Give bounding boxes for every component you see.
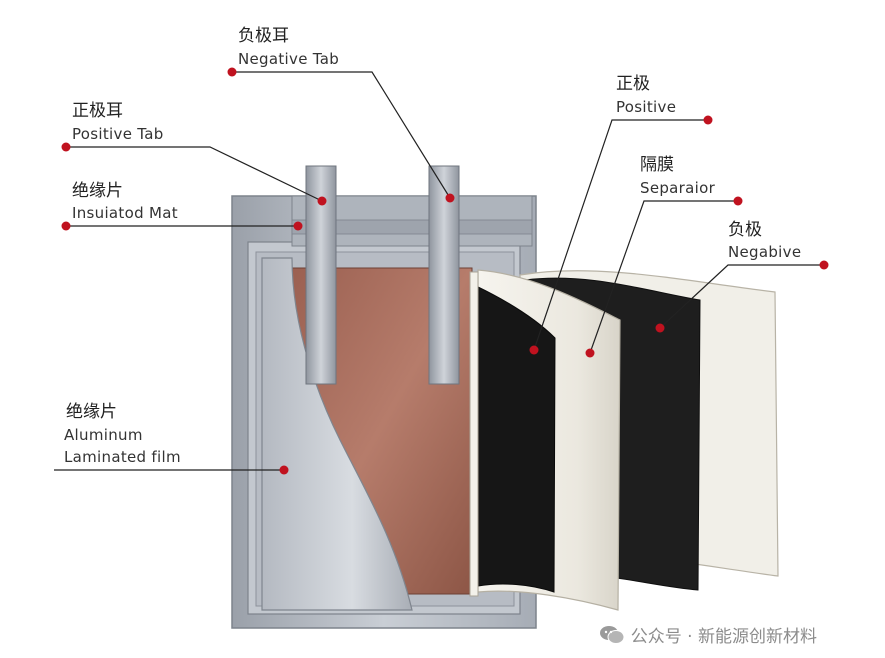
- label-positive-zh: 正极: [616, 74, 650, 94]
- watermark: 公众号 · 新能源创新材料: [599, 622, 817, 647]
- label-positive-en: Positive: [616, 98, 677, 116]
- label-insulated-mat-zh: 绝缘片: [72, 181, 123, 201]
- label-aluminum-film-zh: 绝缘片: [66, 402, 117, 422]
- label-negative-tab-en: Negative Tab: [238, 50, 340, 68]
- insulated-mat: [291, 219, 533, 235]
- leader-dots: [61, 67, 829, 475]
- positive-electrode-sheet: [475, 285, 556, 593]
- dot-negative-tab: [445, 193, 455, 203]
- dot-negative: [655, 323, 665, 333]
- label-aluminum-film-en2: Laminated film: [64, 448, 181, 466]
- leader-negative: [659, 264, 824, 329]
- dot-positive-end: [703, 115, 713, 125]
- dot-negative-end: [819, 260, 829, 270]
- aluminum-laminated-film: [261, 257, 413, 611]
- front-separator-edge: [469, 271, 479, 597]
- leader-separator: [589, 200, 738, 354]
- label-positive-tab-zh: 正极耳: [72, 101, 123, 121]
- watermark-text: 公众号 · 新能源创新材料: [630, 627, 817, 647]
- label-positive-tab-en: Positive Tab: [72, 125, 164, 143]
- leader-lines: [54, 71, 824, 471]
- leader-positive-tab: [66, 146, 323, 202]
- dot-positive-tab: [317, 196, 327, 206]
- label-separator-en: Separaior: [640, 179, 716, 197]
- label-negative-en: Negabive: [728, 243, 802, 261]
- dot-negative-tab-end: [227, 67, 237, 77]
- dot-separator-end: [733, 196, 743, 206]
- leader-negative-tab: [232, 71, 451, 199]
- dot-separator: [585, 348, 595, 358]
- dot-insulated-mat-end: [61, 221, 71, 231]
- label-negative-tab-zh: 负极耳: [238, 26, 289, 46]
- dot-aluminum-film: [279, 465, 289, 475]
- dot-positive: [529, 345, 539, 355]
- negative-tab: [428, 165, 460, 385]
- dot-positive-tab-end: [61, 142, 71, 152]
- label-separator-zh: 隔膜: [640, 155, 674, 175]
- dot-insulated-mat: [293, 221, 303, 231]
- wechat-icon: [599, 625, 625, 645]
- leader-positive: [533, 119, 708, 351]
- label-insulated-mat-en: Insuiatod Mat: [72, 204, 178, 222]
- label-aluminum-film-en1: Aluminum: [64, 426, 143, 444]
- label-negative-zh: 负极: [728, 220, 762, 240]
